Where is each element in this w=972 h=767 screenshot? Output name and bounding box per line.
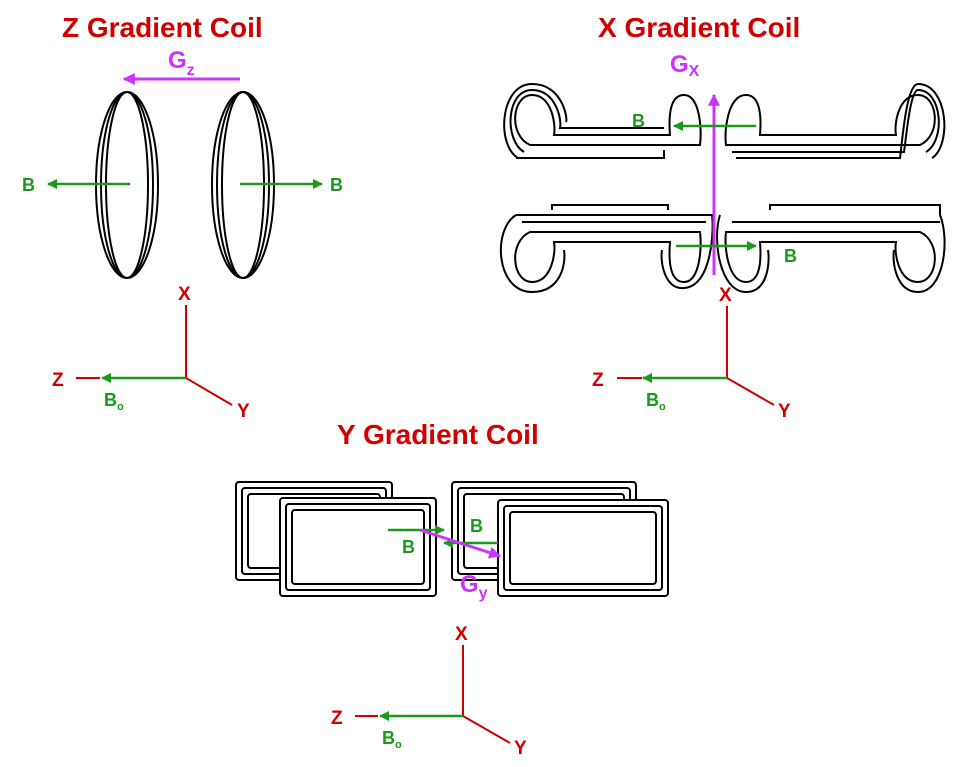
x-coil-axes: X Y Z Bo [592, 285, 791, 422]
x-coil-title: X Gradient Coil [598, 12, 800, 43]
x-coil-panel: X Gradient Coil [499, 12, 946, 422]
gz-label: Gz [168, 47, 195, 79]
y-coil-loop-front-right [497, 499, 669, 597]
z-field-label-right: B [330, 175, 343, 195]
x-coil-saddle-bottom-left [499, 204, 714, 294]
y-field-label-right: B [470, 516, 483, 536]
x-coil-saddle-top-left [503, 82, 702, 159]
y-coil-panel: Y Gradient Coil B B Gy [235, 419, 669, 759]
axis-y-label-3: Y [514, 738, 527, 759]
axis-x-label-3: X [455, 624, 468, 645]
axis-x-label-2: X [719, 285, 732, 306]
y-coil-loop-front-left [279, 497, 437, 597]
gy-label: Gy [460, 571, 488, 602]
gy-arrow [419, 528, 502, 559]
b0-label-3: Bo [382, 728, 402, 751]
gx-label: GX [670, 51, 700, 80]
x-field-label-top: B [632, 111, 645, 131]
x-coil-saddle-top-right [724, 82, 946, 159]
x-field-label-bottom: B [784, 246, 797, 266]
axis-z-label-2: Z [592, 370, 604, 391]
y-field-label-left: B [402, 537, 415, 557]
b0-label: Bo [104, 390, 124, 413]
axis-x-label: X [178, 284, 191, 305]
z-coil-axes: X Y Z Bo [52, 284, 250, 422]
axis-z-label-3: Z [331, 708, 343, 729]
z-coil-panel: Z Gradient Coil Gz B B X Y Z Bo [22, 12, 343, 422]
b0-label-2: Bo [646, 390, 666, 413]
axis-y-label-2: Y [778, 401, 791, 422]
y-coil-title: Y Gradient Coil [337, 419, 539, 450]
y-coil-axes: X Y Z Bo [331, 624, 527, 759]
x-coil-saddle-bottom-right [716, 204, 946, 294]
z-field-label-left: B [22, 175, 35, 195]
axis-y-label: Y [237, 401, 250, 422]
z-coil-title: Z Gradient Coil [62, 12, 263, 43]
axis-z-label: Z [52, 370, 64, 391]
